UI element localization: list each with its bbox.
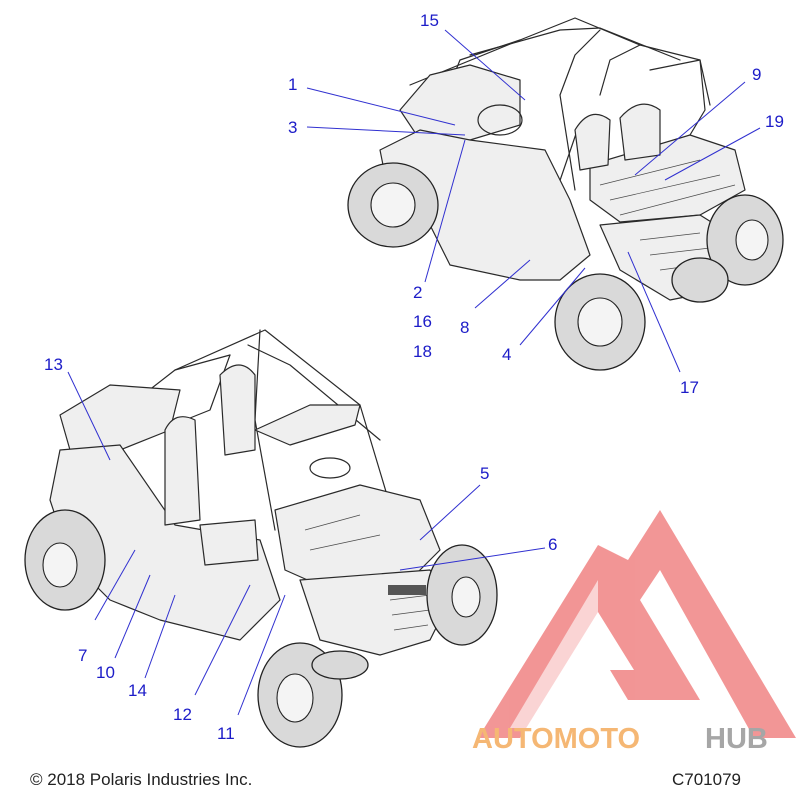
callout-11: 11 [217, 724, 235, 743]
vehicle-bottom-view [24, 329, 498, 748]
callout-9: 9 [752, 65, 761, 84]
triangle-logo-icon [478, 510, 796, 738]
callout-13: 13 [44, 355, 63, 374]
callout-7: 7 [78, 646, 87, 665]
callout-4: 4 [502, 345, 511, 364]
callout-6: 6 [548, 535, 557, 554]
callout-16: 16 [413, 312, 432, 331]
callout-14: 14 [128, 681, 147, 700]
callout-10: 10 [96, 663, 115, 682]
watermark-automoto: AUTOMOTO [472, 723, 640, 755]
callout-19: 19 [765, 112, 784, 131]
diagram-id: C701079 [672, 770, 741, 789]
watermark-logo [478, 510, 796, 738]
callout-8: 8 [460, 318, 469, 337]
callout-3: 3 [288, 118, 297, 137]
callout-2: 2 [413, 283, 422, 302]
callout-18: 18 [413, 342, 432, 361]
watermark-text: AUTOMOTO HUB [472, 723, 768, 755]
callout-17: 17 [680, 378, 699, 397]
grille-badge [388, 585, 426, 595]
callout-5: 5 [480, 464, 489, 483]
leader-lines [67, 29, 761, 716]
watermark-hub: HUB [705, 723, 768, 755]
callout-12: 12 [173, 705, 192, 724]
callout-1: 1 [288, 75, 297, 94]
callout-15: 15 [420, 11, 439, 30]
callout-labels: 1 3 15 9 19 2 16 18 8 4 17 13 5 6 7 10 1… [44, 11, 784, 743]
copyright-text: © 2018 Polaris Industries Inc. [30, 770, 252, 789]
